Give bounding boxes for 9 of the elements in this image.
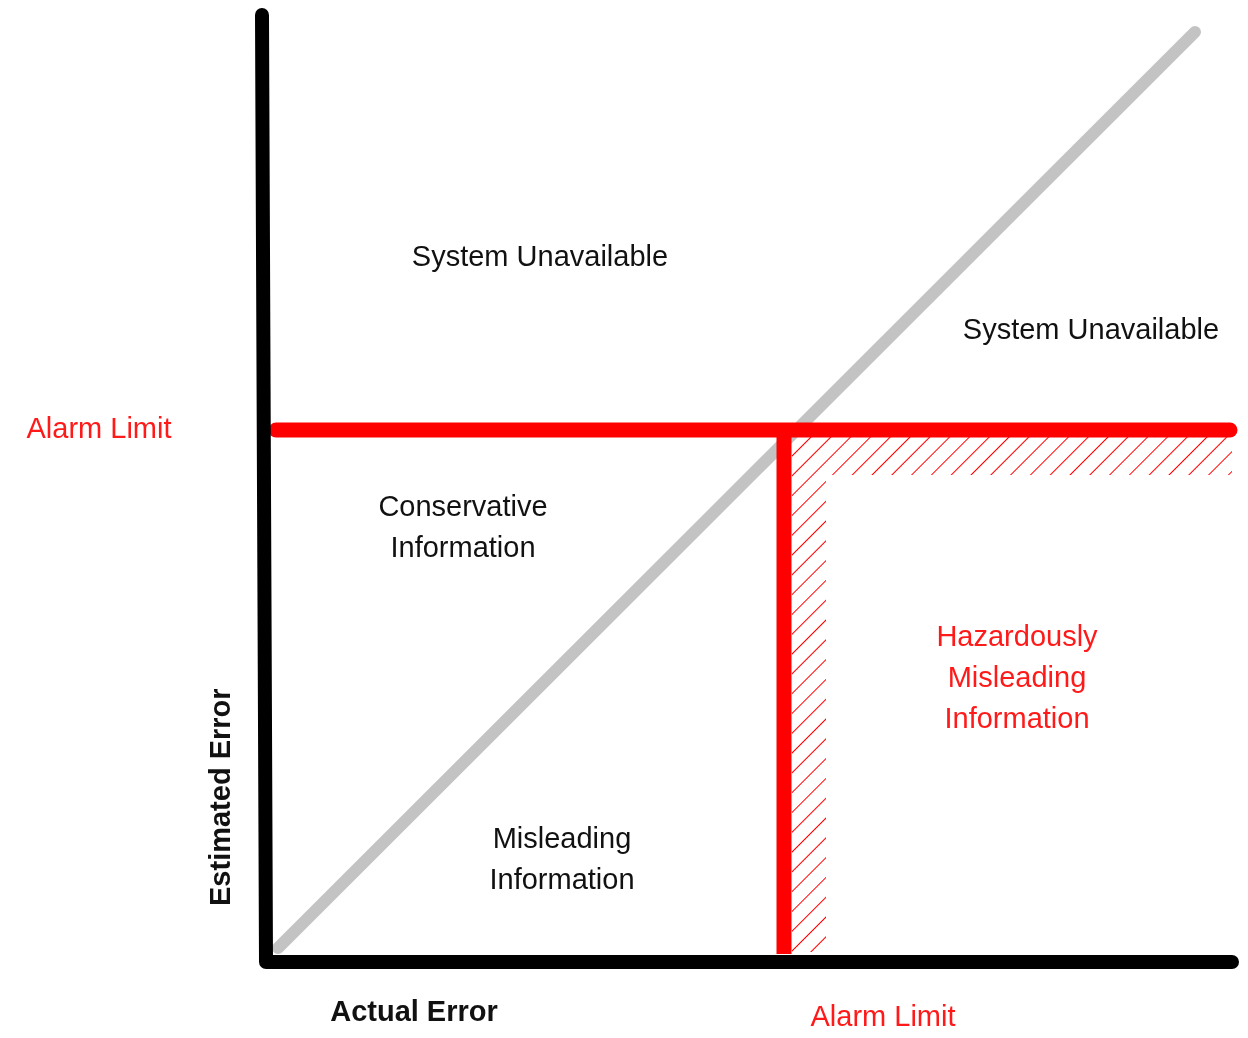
region-label: Conservative Information	[377, 489, 549, 565]
axis-title: Actual Error	[329, 994, 499, 1029]
region-label: System Unavailable	[410, 239, 670, 274]
region-label: Misleading Information	[488, 821, 636, 897]
region-label: System Unavailable	[961, 312, 1221, 347]
threshold-label: Alarm Limit	[809, 999, 957, 1034]
region-label: Hazardously Misleading Information	[935, 619, 1099, 736]
threshold-label: Alarm Limit	[25, 411, 173, 446]
axis-title: Estimated Error	[203, 687, 237, 909]
